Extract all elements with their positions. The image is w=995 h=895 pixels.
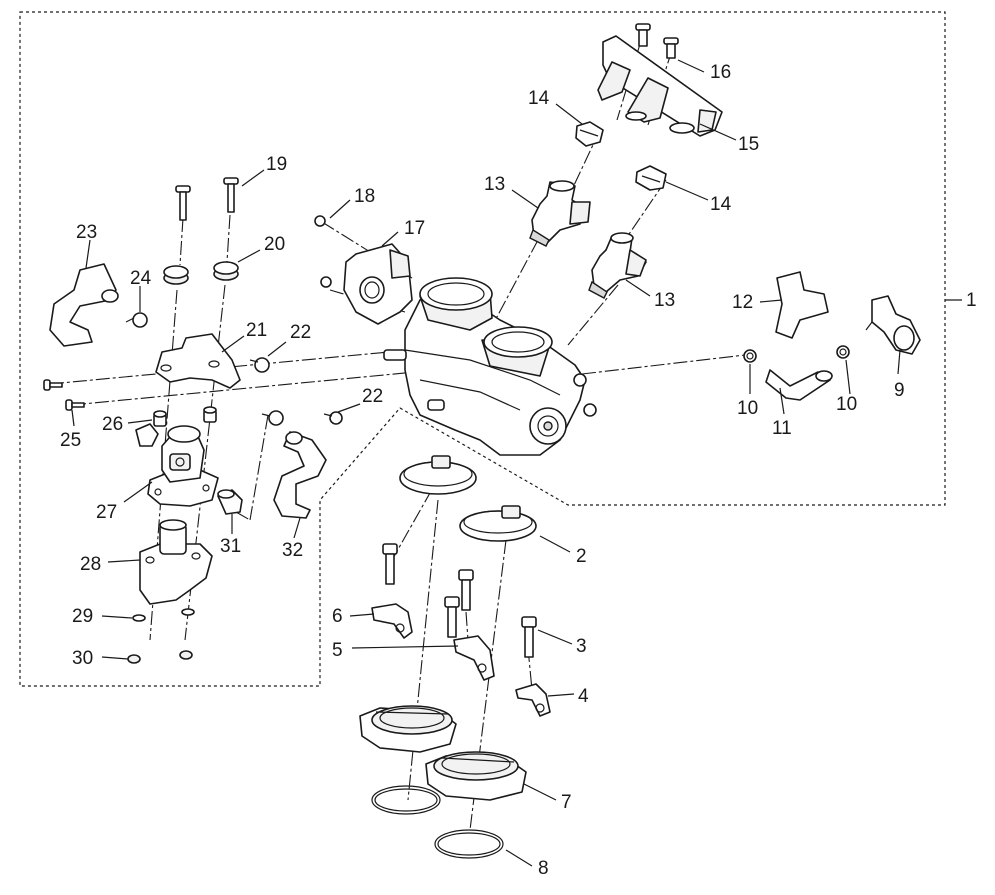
- callout-13-upper: 13: [484, 174, 505, 195]
- fuel-injectors: [529, 180, 647, 299]
- assembly-boundary: [19, 11, 962, 687]
- callout-16: 16: [710, 62, 731, 83]
- callout-25: 25: [60, 430, 81, 451]
- callout-5: 5: [332, 640, 343, 661]
- callout-2: 2: [576, 546, 587, 567]
- callout-31: 31: [220, 536, 241, 557]
- callout-22-upper: 22: [290, 322, 311, 343]
- callout-26: 26: [102, 414, 123, 435]
- hose-bracket: [775, 271, 829, 339]
- callout-15: 15: [738, 134, 759, 155]
- callout-14-upper: 14: [528, 88, 550, 109]
- callout-30: 30: [72, 648, 93, 669]
- callout-10-right: 10: [836, 394, 857, 415]
- callout-3: 3: [576, 636, 587, 657]
- actuator-bracket: [155, 333, 241, 389]
- hose-clamps: [125, 312, 343, 426]
- callout-32: 32: [282, 540, 303, 561]
- rubber-grommets: [163, 261, 239, 285]
- callout-7: 7: [561, 792, 572, 813]
- callout-10-left: 10: [737, 398, 758, 419]
- leader-lines: [71, 59, 901, 867]
- injector-clips: [575, 121, 667, 191]
- callout-28: 28: [80, 554, 101, 575]
- callout-27: 27: [96, 502, 117, 523]
- callout-18: 18: [354, 186, 375, 207]
- callout-12: 12: [732, 292, 753, 313]
- breather-hose: [743, 345, 850, 401]
- idle-hose-upper: [49, 263, 119, 347]
- spacers: [135, 406, 217, 447]
- washers-nuts: [127, 608, 195, 664]
- idle-motor: [139, 519, 213, 605]
- intake-clamps: [399, 455, 537, 542]
- callout-24: 24: [130, 268, 152, 289]
- bracket-screws: [43, 379, 85, 411]
- throttle-body: [383, 277, 597, 456]
- flange-bolts: [382, 543, 537, 658]
- hose-fitting: [217, 489, 243, 515]
- callout-11: 11: [772, 418, 792, 439]
- callout-6: 6: [332, 606, 343, 627]
- callout-8: 8: [538, 858, 549, 879]
- callout-17: 17: [404, 218, 425, 239]
- callout-14-lower: 14: [710, 194, 732, 215]
- temperature-sensor: [865, 295, 921, 355]
- idle-control-valve: [147, 425, 219, 507]
- callout-20: 20: [264, 234, 285, 255]
- long-bolts: [175, 177, 239, 221]
- fuel-rail: [597, 35, 723, 137]
- callout-9: 9: [894, 380, 905, 401]
- callout-23: 23: [76, 222, 97, 243]
- callout-4: 4: [578, 686, 589, 707]
- idle-hose-lower: [273, 431, 327, 519]
- callout-1: 1: [966, 290, 977, 311]
- callout-21: 21: [246, 320, 267, 341]
- callout-22-lower: 22: [362, 386, 383, 407]
- callout-labels: 1 2 3 4 5 6 7 8 9 10 10 11 12 13 13 14 1…: [60, 62, 977, 879]
- throttle-position-sensor: [314, 215, 413, 325]
- o-rings: [371, 785, 504, 859]
- callout-29: 29: [72, 606, 93, 627]
- mounting-screws: [635, 23, 679, 59]
- intake-manifolds: [359, 705, 527, 801]
- callout-13-lower: 13: [654, 290, 675, 311]
- support-brackets: [371, 603, 551, 717]
- callout-19: 19: [266, 154, 287, 175]
